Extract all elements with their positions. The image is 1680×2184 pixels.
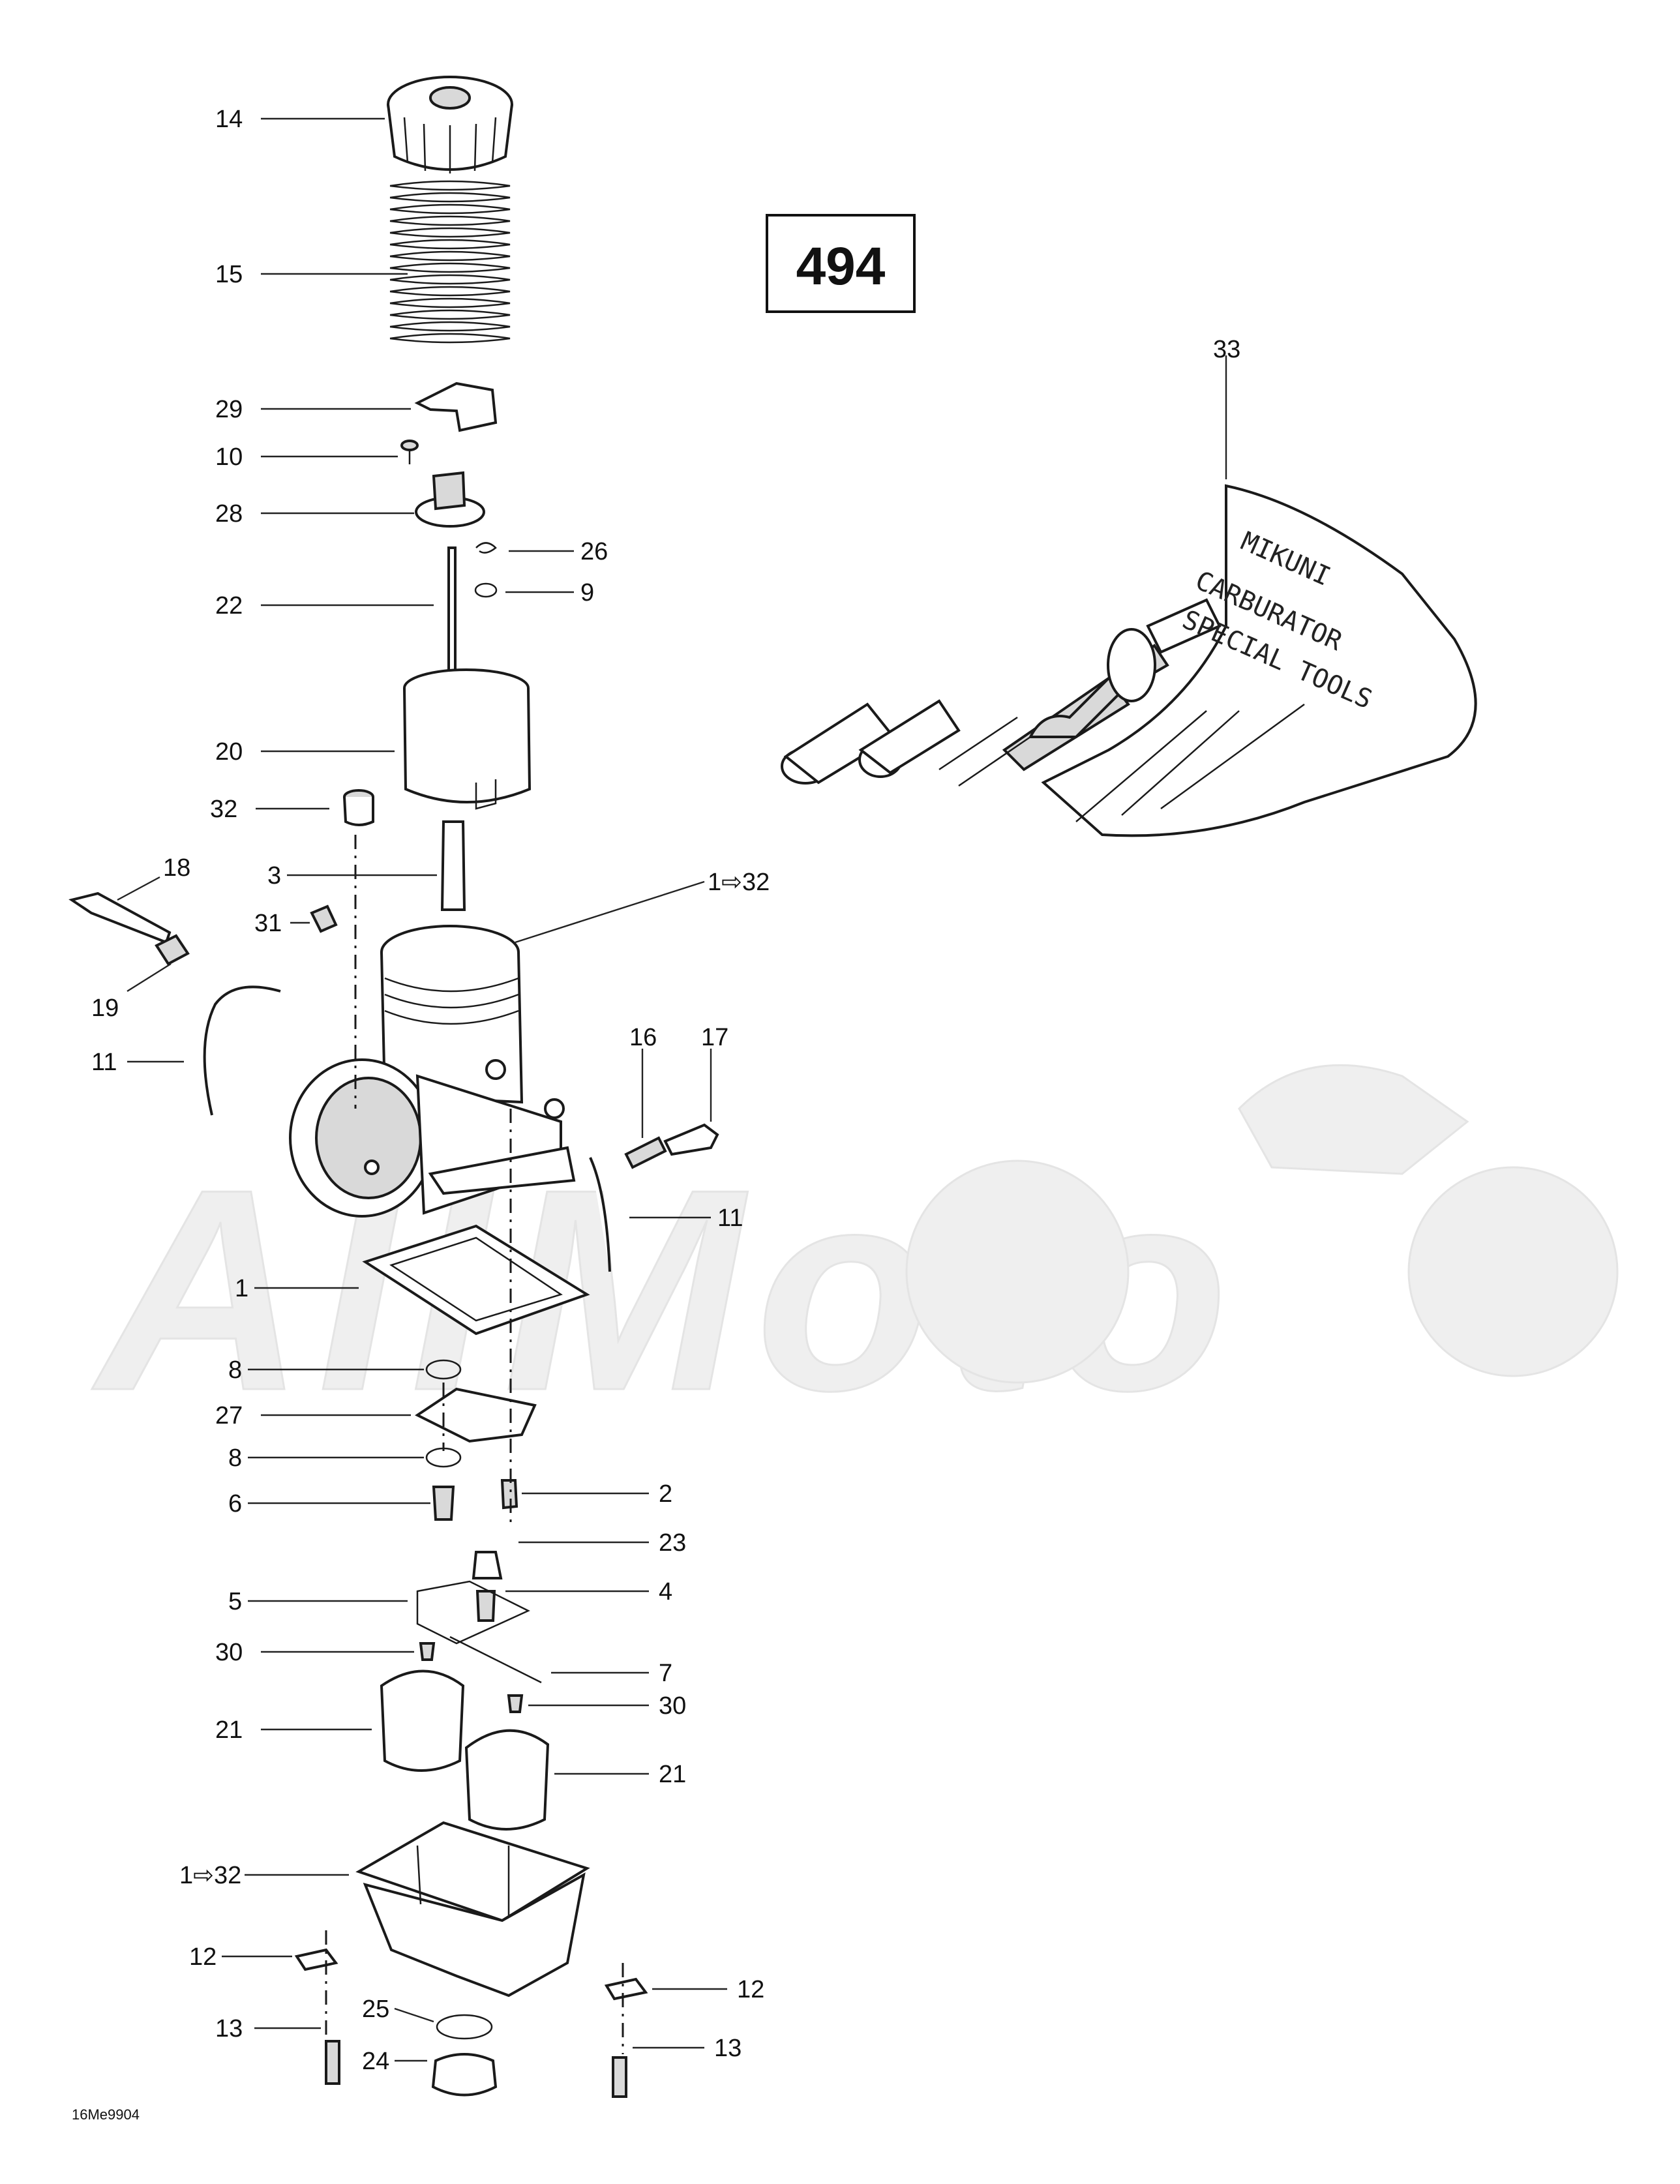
callout-label-l1to32b: 1⇨32 xyxy=(179,1862,241,1889)
page-number-frame xyxy=(766,214,916,313)
callout-label-l30b: 30 xyxy=(659,1692,686,1720)
part-screw-31 xyxy=(310,905,338,933)
callout-label-l13a: 13 xyxy=(215,2015,243,2042)
part-plug-24 xyxy=(431,2053,498,2097)
leader-line-l18 xyxy=(117,876,160,901)
part-oring-8b xyxy=(425,1447,462,1468)
callout-label-l12a: 12 xyxy=(189,1943,217,1971)
part-cap xyxy=(387,76,513,173)
part-jet-23 xyxy=(472,1551,503,1579)
callout-label-l30a: 30 xyxy=(215,1639,243,1666)
leader-line-l1to32a xyxy=(515,880,705,944)
part-screw-10 xyxy=(400,440,419,464)
part-bracket-29 xyxy=(414,381,498,432)
part-spring-16 xyxy=(624,1136,667,1169)
watermark-motorcycle-tank xyxy=(1238,1064,1469,1175)
callout-label-l21a: 21 xyxy=(215,1716,243,1744)
callout-label-l12b: 12 xyxy=(737,1976,764,2003)
part-clip-12b xyxy=(604,1977,648,2001)
part-clip-12a xyxy=(294,1948,338,1971)
leader-line-l19 xyxy=(127,963,172,993)
callout-label-l5: 5 xyxy=(228,1588,242,1615)
watermark: AllMoto xyxy=(88,1064,1619,1452)
part-throttle-slide xyxy=(403,668,532,810)
part-plate-28 xyxy=(415,471,485,528)
callout-label-l6: 6 xyxy=(228,1490,242,1518)
callout-label-l21b: 21 xyxy=(659,1761,686,1788)
part-carburetor-body xyxy=(289,925,576,1218)
page-number-box: 494 xyxy=(766,214,916,313)
callout-label-l3: 3 xyxy=(267,862,281,890)
part-holder-3 xyxy=(440,820,466,911)
callout-label-l16: 16 xyxy=(629,1024,657,1051)
callout-label-l1to32a: 1⇨32 xyxy=(708,869,770,896)
callout-label-l31: 31 xyxy=(254,910,282,937)
part-cap-32 xyxy=(343,789,374,826)
callout-label-l20: 20 xyxy=(215,738,243,766)
part-washer-9 xyxy=(474,582,498,598)
part-gasket-1 xyxy=(362,1224,590,1336)
callout-label-l29: 29 xyxy=(215,396,243,423)
drawing-code: 16Me9904 xyxy=(72,2106,140,2123)
part-screw-13b xyxy=(612,2056,627,2098)
page-number: 494 xyxy=(796,237,886,296)
callout-label-l11a: 11 xyxy=(91,1049,117,1076)
callout-label-l8b: 8 xyxy=(228,1444,242,1472)
callout-label-l32: 32 xyxy=(210,796,237,823)
callout-label-l25: 25 xyxy=(362,1996,389,2023)
callout-label-l4: 4 xyxy=(659,1578,672,1606)
callout-label-l14: 14 xyxy=(215,106,243,133)
callout-label-l17: 17 xyxy=(701,1024,728,1051)
part-jet-2 xyxy=(500,1479,518,1510)
leader-lines xyxy=(117,117,1227,2062)
part-oring-8a xyxy=(425,1359,462,1380)
callout-label-l7: 7 xyxy=(659,1660,672,1687)
part-needle-30a xyxy=(419,1642,436,1661)
leader-line-l25 xyxy=(394,2007,434,2023)
watermark-wheel-left xyxy=(905,1159,1130,1384)
callout-label-l23: 23 xyxy=(659,1529,686,1557)
callout-label-l18: 18 xyxy=(163,854,190,882)
part-hose-11b xyxy=(589,1157,611,1272)
callout-label-l1: 1 xyxy=(235,1275,248,1302)
callout-label-l15: 15 xyxy=(215,261,243,288)
part-spring xyxy=(389,180,511,344)
callout-label-l19: 19 xyxy=(91,995,119,1022)
callout-label-l28: 28 xyxy=(215,500,243,528)
watermark-wheel-right xyxy=(1407,1166,1619,1377)
part-float-arm-5 xyxy=(416,1580,530,1645)
part-pin-7 xyxy=(449,1636,542,1684)
part-float-bowl xyxy=(355,1821,590,1997)
part-spring-19 xyxy=(155,934,190,966)
part-screw-13a xyxy=(325,2040,340,2085)
callout-label-l33: 33 xyxy=(1213,336,1240,363)
part-oring-25 xyxy=(436,2014,493,2040)
part-float-21a xyxy=(380,1669,465,1772)
callout-label-l11b: 11 xyxy=(717,1204,743,1232)
callout-label-l9: 9 xyxy=(580,579,594,606)
callout-label-l22: 22 xyxy=(215,592,243,620)
part-clip-26 xyxy=(475,542,497,554)
callout-label-l8a: 8 xyxy=(228,1356,242,1384)
callout-label-l27: 27 xyxy=(215,1402,243,1429)
callout-label-l13b: 13 xyxy=(714,2035,742,2062)
part-hose-11a xyxy=(203,985,281,1116)
callout-label-l2: 2 xyxy=(659,1480,672,1508)
callout-label-l24: 24 xyxy=(362,2048,389,2075)
part-plate-27 xyxy=(415,1387,537,1443)
part-jet-4 xyxy=(475,1590,496,1622)
part-needle-30b xyxy=(507,1694,524,1713)
callout-label-l10: 10 xyxy=(215,443,243,471)
part-tool-kit-33: MIKUNI CARBURATOR SPECIAL TOOLS xyxy=(781,484,1477,837)
part-float-21b xyxy=(464,1729,550,1831)
part-screw-18 xyxy=(68,891,172,944)
callout-label-l26: 26 xyxy=(580,538,608,565)
part-jet-6 xyxy=(432,1486,455,1521)
part-screw-17 xyxy=(663,1123,719,1156)
